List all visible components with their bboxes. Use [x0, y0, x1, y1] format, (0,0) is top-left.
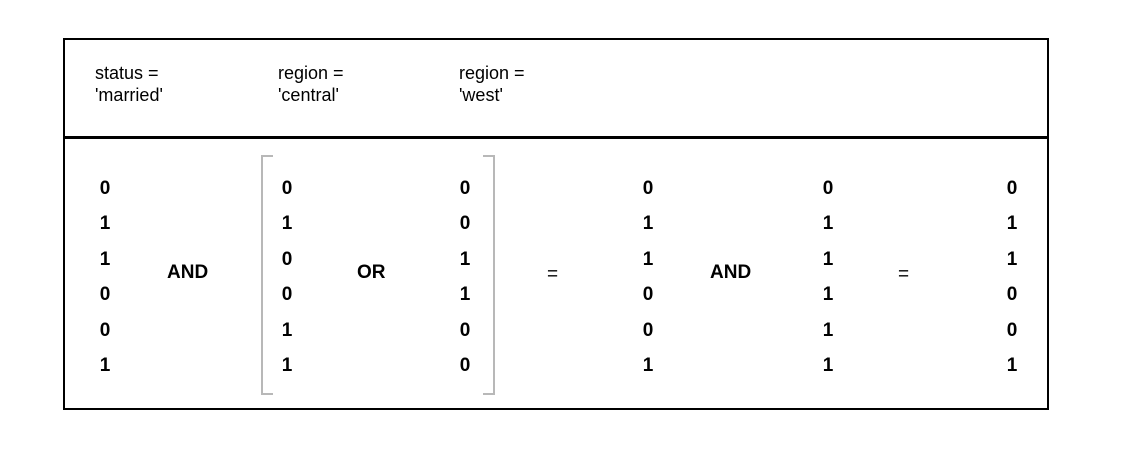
left-bracket — [261, 155, 273, 395]
bit-value: 1 — [642, 354, 654, 376]
bit-value: 0 — [459, 354, 471, 376]
bit-value: 1 — [822, 213, 834, 235]
bit-value: 1 — [1006, 354, 1018, 376]
bit-value: 0 — [1006, 284, 1018, 306]
bit-value: 1 — [1006, 213, 1018, 235]
column-west: 0 0 1 1 0 0 — [450, 178, 480, 390]
bit-value: 0 — [1006, 178, 1018, 199]
column-or-result: 0 1 1 0 0 1 — [633, 178, 663, 390]
bitmap-diagram: status = 'married' region = 'central' re… — [63, 38, 1049, 410]
bit-value: 1 — [99, 354, 111, 376]
bit-value: 1 — [99, 213, 111, 235]
and-operator-2: AND — [710, 262, 752, 283]
column-central: 0 1 0 0 1 1 — [272, 178, 302, 390]
bit-value: 0 — [281, 284, 293, 306]
column-married: 0 1 1 0 0 1 — [90, 178, 120, 390]
column-final-result: 0 1 1 0 0 1 — [997, 178, 1027, 390]
or-operator: OR — [357, 262, 386, 283]
bit-value: 1 — [281, 319, 293, 341]
bit-value: 1 — [642, 248, 654, 270]
header-divider — [65, 136, 1047, 139]
header-region-west: region = 'west' — [459, 63, 525, 105]
bit-value: 0 — [459, 178, 471, 199]
bit-value: 0 — [642, 319, 654, 341]
column-married-repeat: 0 1 1 1 1 1 — [813, 178, 843, 390]
right-bracket — [483, 155, 495, 395]
bit-value: 1 — [822, 319, 834, 341]
equals-sign-2: = — [898, 264, 910, 285]
bit-value: 0 — [459, 319, 471, 341]
bit-value: 0 — [1006, 319, 1018, 341]
bit-value: 0 — [642, 284, 654, 306]
bit-value: 0 — [99, 319, 111, 341]
bit-value: 0 — [459, 213, 471, 235]
bit-value: 1 — [822, 284, 834, 306]
bit-value: 0 — [281, 248, 293, 270]
bit-value: 1 — [459, 248, 471, 270]
header-region-central: region = 'central' — [278, 63, 344, 105]
bit-value: 0 — [822, 178, 834, 199]
bit-value: 0 — [99, 178, 111, 199]
bit-value: 1 — [822, 248, 834, 270]
header-status-married: status = 'married' — [95, 63, 163, 105]
bit-value: 1 — [99, 248, 111, 270]
bit-value: 1 — [281, 213, 293, 235]
bit-value: 0 — [642, 178, 654, 199]
bit-value: 0 — [99, 284, 111, 306]
bit-value: 1 — [459, 284, 471, 306]
equals-sign-1: = — [547, 264, 559, 285]
bit-value: 1 — [281, 354, 293, 376]
and-operator-1: AND — [167, 262, 209, 283]
bit-value: 1 — [642, 213, 654, 235]
bit-value: 1 — [1006, 248, 1018, 270]
bit-value: 0 — [281, 178, 293, 199]
bit-value: 1 — [822, 354, 834, 376]
